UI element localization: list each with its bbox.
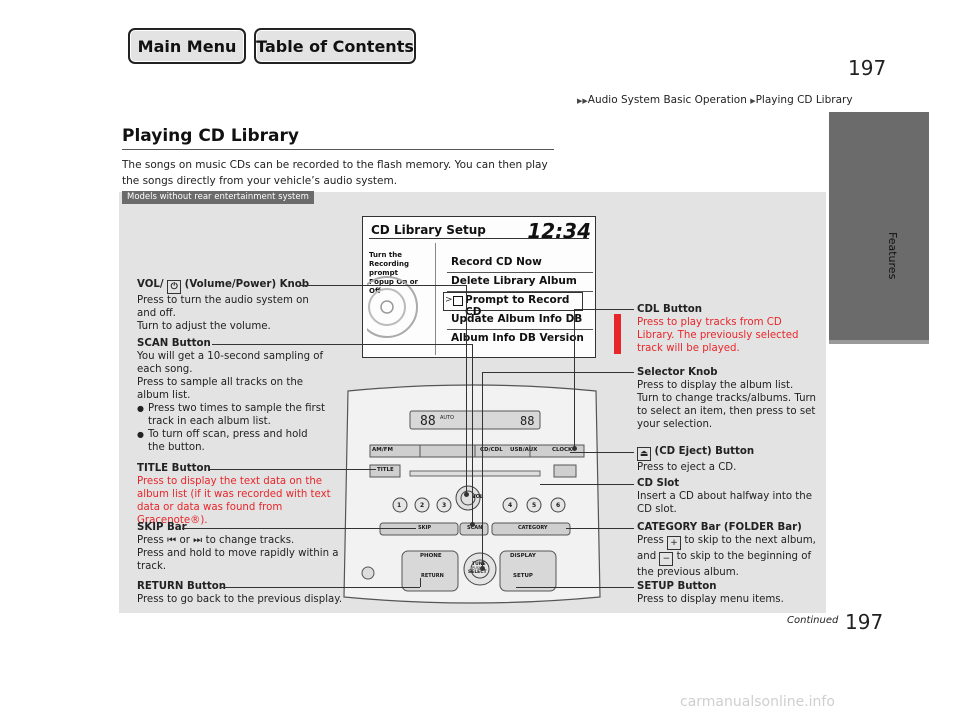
- display-button[interactable]: DISPLAY: [510, 553, 536, 559]
- section-tab-divider: [829, 340, 929, 344]
- checkbox-icon[interactable]: [453, 296, 463, 306]
- leader-eject: [570, 452, 634, 453]
- preset-2[interactable]: 2: [420, 502, 425, 509]
- intro-text: The songs on music CDs can be recorded t…: [122, 159, 548, 187]
- leader-dot: [464, 492, 469, 497]
- svg-text:88: 88: [420, 414, 436, 429]
- screen-divider: [435, 243, 436, 355]
- leader-dot: [480, 566, 485, 571]
- main-menu-button[interactable]: Main Menu: [128, 28, 246, 64]
- section-label: Features: [886, 232, 899, 280]
- scan-button-callout: SCAN Button You will get a 10-second sam…: [137, 337, 327, 454]
- table-of-contents-button[interactable]: Table of Contents: [254, 28, 416, 64]
- category-bar[interactable]: CATEGORY: [518, 525, 548, 531]
- category-bar-callout: CATEGORY Bar (FOLDER Bar) Press + to ski…: [637, 522, 816, 578]
- leader-setup: [516, 587, 634, 588]
- skip-bar[interactable]: SKIP: [418, 525, 432, 531]
- preset-3[interactable]: 3: [442, 502, 447, 509]
- model-ribbon: Models without rear entertainment system: [122, 191, 314, 204]
- leader-dot: [470, 522, 475, 527]
- leader-category: [566, 528, 634, 529]
- leader-vol: [300, 285, 466, 286]
- menu-separator: [447, 291, 593, 292]
- skip-back-icon: ⏮: [167, 535, 177, 546]
- skip-bar-callout: SKIP Bar Press ⏮ or ⏭ to change tracks. …: [137, 522, 339, 572]
- preset-1[interactable]: 1: [397, 502, 402, 509]
- vol-knob-callout: VOL/ ⏻ (Volume/Power) Knob Press to turn…: [137, 279, 310, 332]
- vol-knob[interactable]: VOL: [472, 494, 484, 500]
- select-label: SELECT: [468, 570, 487, 575]
- leader-return-v: [420, 578, 421, 587]
- svg-text:88: 88: [520, 414, 534, 428]
- breadcrumb-part1[interactable]: Audio System Basic Operation: [587, 94, 747, 106]
- clock-button[interactable]: CLOCK: [552, 447, 573, 453]
- am-fm-button[interactable]: AM/FM: [372, 447, 393, 453]
- leader-slot: [540, 484, 634, 485]
- preset-5[interactable]: 5: [532, 502, 537, 509]
- menu-separator: [447, 329, 593, 330]
- screen-title: CD Library Setup: [371, 223, 486, 237]
- preset-6[interactable]: 6: [556, 502, 561, 509]
- push-label: PUSH: [472, 566, 482, 570]
- leader-cdl: [574, 309, 634, 310]
- cursor-arrow-icon: >: [445, 295, 453, 305]
- setup-button[interactable]: SETUP: [513, 573, 533, 579]
- title-rule: [122, 149, 554, 150]
- disc-icon: [367, 276, 418, 338]
- tune-knob[interactable]: TUNE: [472, 562, 486, 567]
- screen-help-text: Turn the Recording prompt Popup On or Of…: [369, 251, 419, 295]
- menu-item-record-cd-now[interactable]: Record CD Now: [451, 256, 542, 268]
- menu-item-album-info-version[interactable]: Album Info DB Version: [451, 332, 584, 344]
- leader-vol-v: [466, 285, 467, 495]
- return-button[interactable]: RETURN: [421, 573, 444, 579]
- leader-return: [220, 587, 420, 588]
- power-icon: ⏻: [167, 280, 182, 294]
- leader-scan: [212, 344, 472, 345]
- leader-skip: [182, 528, 416, 529]
- plus-icon: +: [667, 536, 682, 550]
- leader-selector-v: [482, 372, 483, 568]
- menu-item-delete-library-album[interactable]: Delete Library Album: [451, 275, 577, 287]
- leader-cdl-v: [574, 309, 575, 449]
- leader-scan-v: [472, 344, 473, 524]
- menu-highlight: [443, 292, 583, 311]
- screen-header-rule: [369, 238, 589, 239]
- skip-forward-icon: ⏭: [193, 535, 203, 546]
- scan-button[interactable]: SCAN: [467, 525, 483, 531]
- screen-clock: 12:34: [527, 219, 591, 243]
- red-marker: [614, 314, 621, 354]
- preset-4[interactable]: 4: [508, 502, 513, 509]
- menu-separator: [447, 272, 593, 273]
- leader-title: [208, 469, 376, 470]
- breadcrumb: ▶▶Audio System Basic Operation ▶Playing …: [577, 94, 853, 106]
- breadcrumb-part2[interactable]: Playing CD Library: [755, 94, 853, 106]
- page-title: Playing CD Library: [122, 126, 299, 146]
- cd-library-screen: CD Library Setup 12:34 Turn the Recordin…: [362, 216, 596, 358]
- phone-button[interactable]: PHONE: [420, 553, 442, 559]
- continued-label: Continued: [787, 615, 839, 626]
- menu-item-prompt-to-record[interactable]: Prompt to Record CD: [465, 294, 570, 318]
- usb-aux-button[interactable]: USB/AUX: [510, 447, 538, 453]
- eject-icon: ⏏: [637, 447, 651, 461]
- page-number: 197: [848, 56, 887, 80]
- footer-page-number: 197: [845, 610, 884, 634]
- watermark: carmanualsonline.info: [680, 694, 835, 710]
- cd-cdl-button[interactable]: CD/CDL: [480, 447, 503, 453]
- leader-selector: [482, 372, 634, 373]
- menu-item-update-album-info[interactable]: Update Album Info DB: [451, 313, 583, 325]
- svg-text:AUTO: AUTO: [440, 415, 454, 421]
- title-button-callout: TITLE Button Press to display the text d…: [137, 463, 331, 526]
- title-button[interactable]: TITLE: [377, 467, 394, 473]
- section-tab: [829, 112, 929, 340]
- minus-icon: −: [659, 552, 674, 566]
- leader-dot: [572, 446, 577, 451]
